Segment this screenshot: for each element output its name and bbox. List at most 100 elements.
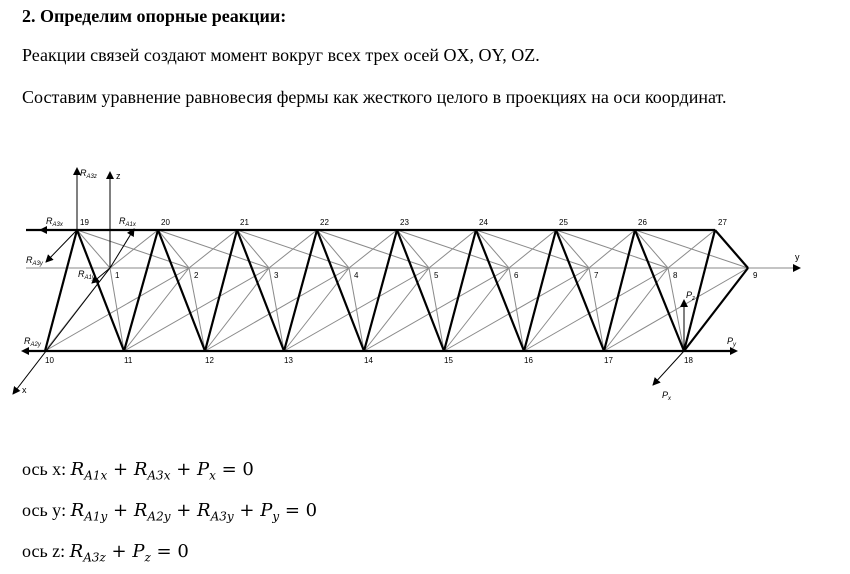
zigzag-down [395,229,446,352]
end-member-top [714,229,749,269]
label-RA2y: RA2y [24,336,42,348]
zigzag-up [43,229,79,352]
node-label-12: 12 [205,356,214,365]
top-mid-vertical [396,229,430,269]
equation-y: ось y: RA1y + RA2y + RA3y + Py = 0 [22,500,318,524]
reaction-RA1x [109,228,135,269]
mid-bottom-vertical [523,267,590,352]
node-label-14: 14 [364,356,373,365]
reaction-RA3y [45,229,78,263]
node-label-20: 20 [161,218,170,227]
bottom-mid-diagonal [44,267,190,352]
node-label-4: 4 [354,271,359,280]
zigzag-down [235,229,286,352]
top-mid-vertical [236,229,270,269]
node-label-5: 5 [434,271,439,280]
zigzag-up [442,229,478,352]
mid-top-diagonal [508,229,557,269]
zigzag-up [682,229,717,352]
zigzag-up [203,229,239,352]
node-label-7: 7 [594,271,599,280]
label-RA3y: RA3y [26,255,44,267]
bottom-mid-diagonal [123,267,270,352]
axis-label-x: x [22,385,27,395]
label-Px: Px [662,390,672,402]
zigzag-down [633,229,686,352]
equation-x-label: ось x: [22,459,67,479]
node-label-16: 16 [524,356,533,365]
mid-bottom-vertical [204,267,270,352]
paragraph-equilibrium: Составим уравнение равновесия фермы как … [22,87,727,107]
top-mid-vertical [76,229,111,269]
bottom-mid-diagonal [283,267,430,352]
reaction-RA1y [91,267,111,284]
node-label-22: 22 [320,218,329,227]
mid-top-diagonal [348,229,398,269]
node-label-8: 8 [673,271,678,280]
label-RA1y: RA1y [78,269,96,281]
label-Pz: Pz [686,290,695,302]
mid-top-diagonal [667,229,716,269]
node-label-2: 2 [194,271,199,280]
mid-top-diagonal [268,229,318,269]
node-label-19: 19 [80,218,89,227]
zigzag-up [122,229,160,352]
force-Px [652,350,685,386]
mid-top-diagonal [588,229,636,269]
node-label-15: 15 [444,356,453,365]
node-label-24: 24 [479,218,488,227]
section-heading: 2. Определим опорные реакции: [22,6,287,26]
zigzag-up [602,229,637,352]
node-label-13: 13 [284,356,293,365]
node-label-11: 11 [124,356,133,365]
equation-z: ось z: RA3z + Pz = 0 [22,541,189,565]
mid-top-diagonal [428,229,477,269]
top-mid-vertical [555,229,590,269]
node-label-9: 9 [753,271,758,280]
zigzag-down [554,229,606,352]
bottom-mid-diagonal [603,267,749,352]
node-label-26: 26 [638,218,647,227]
node-label-10: 10 [45,356,54,365]
bottom-mid-diagonal [443,267,590,352]
label-RA3z: RA3z [80,168,97,180]
top-mid-vertical [157,229,190,269]
label-RA3x: RA3x [46,216,64,228]
node-label-6: 6 [514,271,519,280]
equation-x: ось x: RA1x + RA3x + Px = 0 [22,459,254,483]
mid-bottom-vertical [443,267,510,352]
top-mid-vertical [316,229,350,269]
node-label-1: 1 [115,271,120,280]
zigzag-up [522,229,558,352]
paragraph-reactions: Реакции связей создают момент вокруг все… [22,45,540,65]
node-label-18: 18 [684,356,693,365]
mid-top-diagonal [109,229,159,269]
top-mid-vertical [634,229,669,269]
bottom-mid-diagonal [363,267,510,352]
zigzag-down [474,229,526,352]
node-label-27: 27 [718,218,727,227]
label-Py: Py [727,336,737,348]
label-RA1x: RA1x [119,216,137,228]
top-mid-vertical [475,229,510,269]
end-member-bottom [683,267,749,352]
node-label-25: 25 [559,218,568,227]
mid-top-diagonal [188,229,238,269]
node-label-3: 3 [274,271,279,280]
mid-bottom-vertical [123,267,190,352]
zigzag-down [156,229,207,352]
node-label-17: 17 [604,356,613,365]
mid-bottom-vertical [603,267,669,352]
equation-y-label: ось y: [22,500,67,520]
axis-label-z: z [116,171,121,181]
mid-bottom-vertical [283,267,350,352]
axis-label-y: y [795,252,800,262]
zigzag-down [315,229,366,352]
node-label-23: 23 [400,218,409,227]
bottom-mid-diagonal [204,267,350,352]
zigzag-up [362,229,399,352]
zigzag-up [282,229,319,352]
bottom-mid-diagonal [523,267,669,352]
equation-z-label: ось z: [22,541,66,561]
